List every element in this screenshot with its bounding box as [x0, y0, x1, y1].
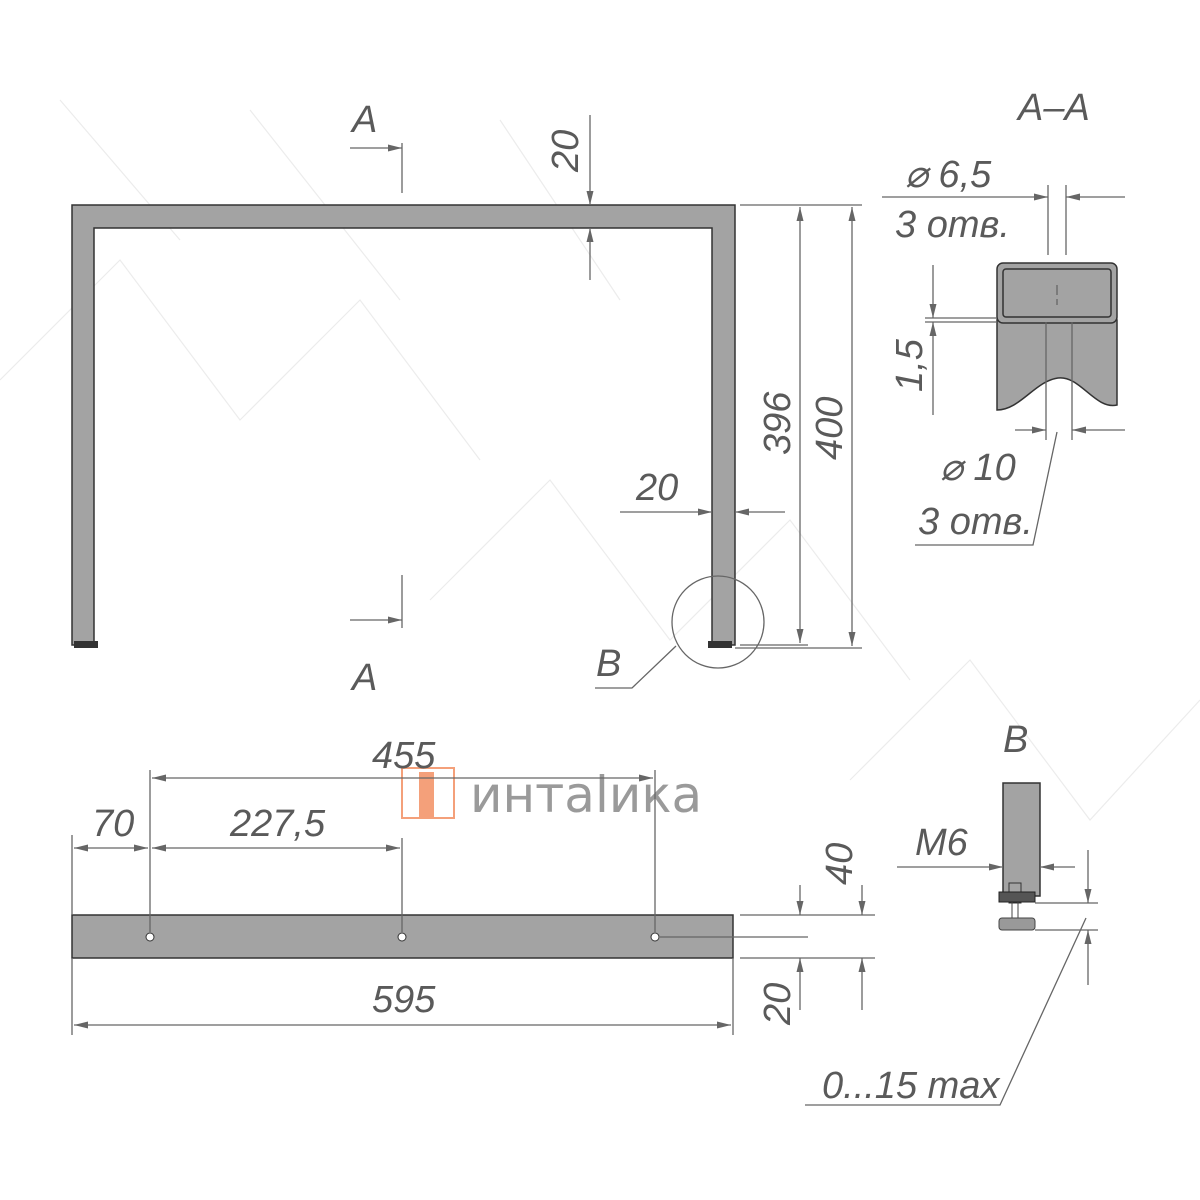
svg-text:20: 20: [545, 130, 587, 173]
section-mark-a-top: A: [350, 99, 403, 193]
svg-text:3 отв.: 3 отв.: [918, 501, 1033, 543]
dim-heights: 396 400: [735, 204, 862, 649]
detail-b-foot: [998, 782, 1041, 931]
dim-leg-width: 20: [620, 467, 785, 516]
left-foot: [74, 641, 98, 648]
section-a-a: [996, 262, 1118, 440]
svg-text:595: 595: [372, 979, 436, 1021]
dim-adjust-range: 0...15 max: [805, 850, 1098, 1107]
section-mark-a-bottom: A: [350, 575, 403, 699]
svg-text:3 отв.: 3 отв.: [895, 204, 1010, 246]
frame-front-view: [71, 204, 736, 648]
dim-overall-length: 595: [71, 958, 734, 1035]
dim-large-hole: ⌀ 10 3 отв.: [915, 426, 1125, 546]
detail-b-callout: B: [595, 575, 765, 689]
svg-text:⌀ 6,5: ⌀ 6,5: [905, 154, 992, 196]
svg-text:B: B: [596, 643, 621, 685]
svg-text:20: 20: [757, 983, 799, 1026]
mount-hole: [397, 932, 407, 942]
mount-hole: [145, 932, 155, 942]
dim-thread: M6: [897, 822, 1075, 871]
svg-text:0...15 max: 0...15 max: [822, 1065, 1001, 1107]
dim-bar-width: 40 20: [660, 843, 875, 1026]
brand-logo: интаlика: [401, 766, 702, 824]
dim-top-tube: 20: [545, 115, 594, 280]
svg-text:20: 20: [635, 467, 678, 509]
svg-text:400: 400: [809, 397, 851, 460]
dim-hole-offset: 70: [71, 803, 148, 915]
logo-text: интаlика: [470, 766, 702, 824]
svg-text:40: 40: [819, 843, 861, 885]
watermark-pattern: [0, 99, 1200, 821]
logo-mark-bar: [419, 772, 434, 818]
svg-text:455: 455: [372, 735, 436, 777]
svg-text:1,5: 1,5: [889, 338, 931, 392]
section-title: A–A: [1016, 87, 1090, 129]
svg-text:70: 70: [92, 803, 134, 845]
mount-hole: [650, 932, 660, 942]
right-foot: [708, 641, 732, 648]
svg-text:A: A: [350, 99, 377, 141]
detail-title: B: [1003, 719, 1028, 761]
svg-text:⌀ 10: ⌀ 10: [940, 447, 1016, 489]
dim-hole-span: 455: [149, 735, 656, 932]
dim-wall-thickness: 1,5: [889, 265, 997, 415]
svg-text:M6: M6: [915, 822, 969, 864]
svg-text:227,5: 227,5: [229, 803, 326, 845]
svg-text:396: 396: [757, 391, 799, 455]
dim-hole-pitch: 227,5: [152, 803, 403, 932]
svg-text:A: A: [350, 657, 377, 699]
dim-small-hole: ⌀ 6,5 3 отв.: [882, 154, 1125, 255]
